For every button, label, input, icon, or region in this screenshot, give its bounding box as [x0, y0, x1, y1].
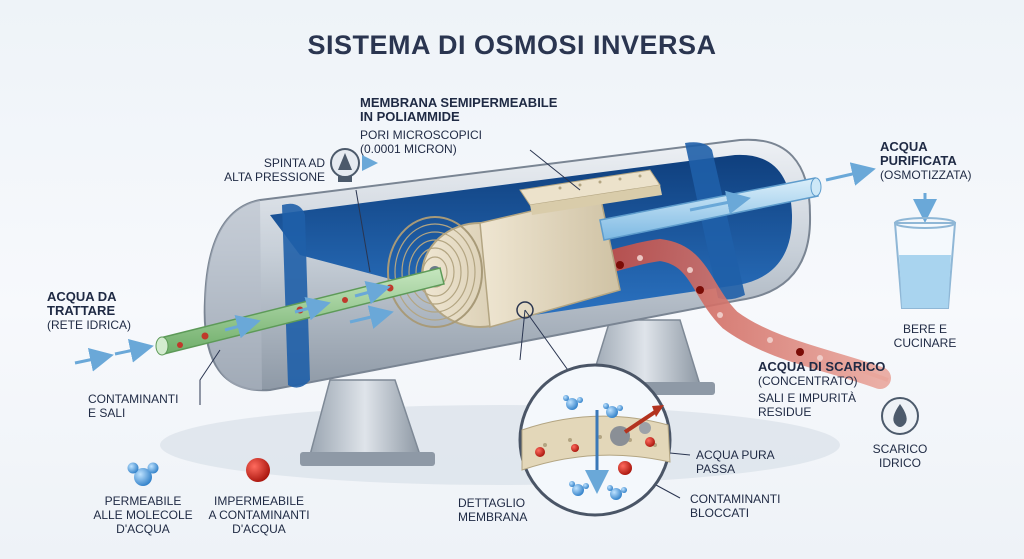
- legend-perm-line-2: ALLE MOLECOLE: [93, 508, 193, 522]
- purified-label: ACQUA PURIFICATA (OSMOTIZZATA): [880, 139, 972, 183]
- push-line-2: ALTA PRESSIONE: [224, 170, 325, 184]
- pure-pass-line-1: ACQUA PURA: [696, 448, 775, 462]
- legend-imp-line-3: D'ACQUA: [232, 522, 286, 536]
- blocked-label: CONTAMINANTI BLOCCATI: [690, 492, 780, 520]
- push-label: SPINTA AD ALTA PRESSIONE: [205, 156, 325, 184]
- legend-permeable: PERMEABILE ALLE MOLECOLE D'ACQUA: [93, 494, 193, 536]
- purified-line-2: PURIFICATA: [880, 153, 957, 168]
- membrane-title-2: IN POLIAMMIDE: [360, 109, 460, 124]
- tank-legs: [300, 319, 715, 466]
- inlet-label: ACQUA DA TRATTARE (RETE IDRICA): [47, 289, 131, 333]
- inlet-line-2: TRATTARE: [47, 303, 116, 318]
- contaminants-line-1: CONTAMINANTI: [88, 392, 179, 406]
- waste-line-4: RESIDUE: [758, 405, 812, 419]
- water-molecule-icon: [127, 462, 159, 486]
- purified-line-3: (OSMOTIZZATA): [880, 168, 972, 182]
- inlet-line-1: ACQUA DA: [47, 289, 117, 304]
- legend-perm-line-1: PERMEABILE: [104, 494, 182, 508]
- waste-line-1: ACQUA DI SCARICO: [758, 359, 886, 374]
- water-glass-icon: [893, 193, 957, 309]
- pores-label: PORI MICROSCOPICI: [360, 128, 483, 142]
- blocked-line-1: CONTAMINANTI: [690, 492, 781, 506]
- detail-line-1: DETTAGLIO: [458, 496, 526, 510]
- drink-line-1: BERE E: [902, 322, 947, 336]
- purified-line-1: ACQUA: [880, 139, 928, 154]
- legend-imp-line-1: IMPERMEABILE: [213, 494, 305, 508]
- pores-size-label: (0.0001 MICRON): [360, 142, 457, 156]
- membrane-label: MEMBRANA SEMIPERMEABILE IN POLIAMMIDE PO…: [360, 95, 558, 157]
- legend-perm-line-3: D'ACQUA: [116, 522, 170, 536]
- legend-imp-line-2: A CONTAMINANTI: [208, 508, 310, 522]
- pump-icon: [330, 148, 378, 182]
- blocked-line-2: BLOCCATI: [690, 506, 750, 520]
- page-title: SISTEMA DI OSMOSI INVERSA: [307, 30, 717, 60]
- membrane-detail-magnifier: [518, 363, 672, 517]
- waste-line-2: (CONCENTRATO): [758, 374, 858, 388]
- drain-line-2: IDRICO: [879, 456, 921, 470]
- waste-label: ACQUA DI SCARICO (CONCENTRATO) SALI E IM…: [758, 359, 886, 420]
- membrane-roll: [387, 169, 662, 328]
- detail-line-2: MEMBRANA: [458, 510, 528, 524]
- drink-label: BERE E CUCINARE: [880, 322, 970, 350]
- waste-line-3: SALI E IMPURITÀ: [758, 391, 857, 405]
- detail-label: DETTAGLIO MEMBRANA: [458, 496, 527, 524]
- membrane-title-1: MEMBRANA SEMIPERMEABILE: [360, 95, 558, 110]
- drain-line-1: SCARICO: [872, 442, 928, 456]
- drain-drop-icon: [859, 368, 919, 435]
- pure-pass-line-2: PASSA: [696, 462, 736, 476]
- contaminants-label: CONTAMINANTI E SALI: [88, 392, 178, 420]
- drain-label: SCARICO IDRICO: [860, 442, 940, 470]
- contaminant-particle-icon: [246, 458, 270, 482]
- contaminants-line-2: E SALI: [88, 406, 126, 420]
- drink-line-2: CUCINARE: [893, 336, 957, 350]
- push-line-1: SPINTA AD: [263, 156, 325, 170]
- legend-impermeable: IMPERMEABILE A CONTAMINANTI D'ACQUA: [203, 494, 315, 536]
- inlet-line-3: (RETE IDRICA): [47, 318, 131, 332]
- pure-pass-label: ACQUA PURA PASSA: [696, 448, 775, 476]
